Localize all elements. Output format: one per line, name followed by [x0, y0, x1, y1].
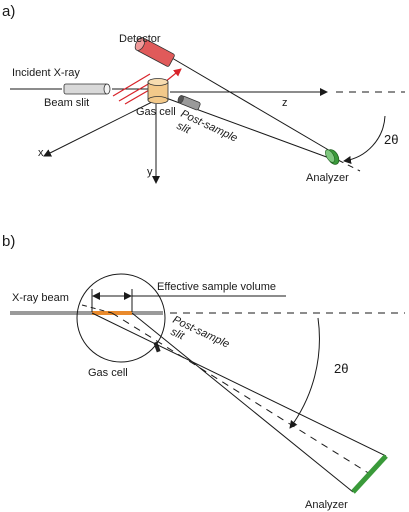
z-axis-label: z — [282, 97, 288, 109]
detector — [134, 37, 175, 67]
ray-b-upper — [91, 312, 387, 457]
detector-label: Detector — [119, 33, 161, 45]
analyzer-dashed-a — [337, 159, 361, 172]
post-sample-slit-a — [177, 95, 201, 111]
panel-a-label: a) — [2, 3, 15, 20]
post-sample-slit-label-b: slit — [169, 326, 187, 343]
post-sample-slit-label-a: slit — [175, 120, 193, 137]
gas-cell-label-b: Gas cell — [88, 367, 128, 379]
effective-sample-label: Effective sample volume — [157, 281, 276, 293]
gas-cell-a — [147, 78, 169, 104]
beam-slit-a — [63, 83, 111, 95]
x-axis-label: x — [38, 147, 44, 159]
detector-to-analyzer-line — [171, 57, 333, 153]
x-axis-line — [43, 99, 157, 157]
two-theta-label-a: 2θ — [384, 132, 398, 147]
incident-xray-label: Incident X-ray — [12, 67, 80, 79]
analyzer-label-a: Analyzer — [306, 172, 349, 184]
red-ray-to-detector — [164, 68, 182, 83]
red-ray-1 — [112, 73, 151, 97]
gas-cell-label-a: Gas cell — [136, 106, 176, 118]
analyzer-b — [351, 454, 388, 494]
beam-slit-label: Beam slit — [44, 97, 89, 109]
y-axis-label: y — [147, 166, 153, 178]
two-theta-arc-b — [289, 317, 320, 429]
analyzer-label-b: Analyzer — [305, 499, 348, 511]
analyzer-a — [325, 149, 340, 165]
xray-beam-label: X-ray beam — [12, 292, 69, 304]
panel-b-label: b) — [2, 233, 15, 250]
post-sample-slit-b — [153, 341, 161, 353]
gas-cell-circle-b — [76, 273, 166, 363]
two-theta-arc-a — [343, 115, 386, 164]
two-theta-label-b: 2θ — [334, 361, 348, 376]
ray-b-centre-dashed — [111, 312, 371, 475]
ray-b-lower — [131, 312, 354, 493]
